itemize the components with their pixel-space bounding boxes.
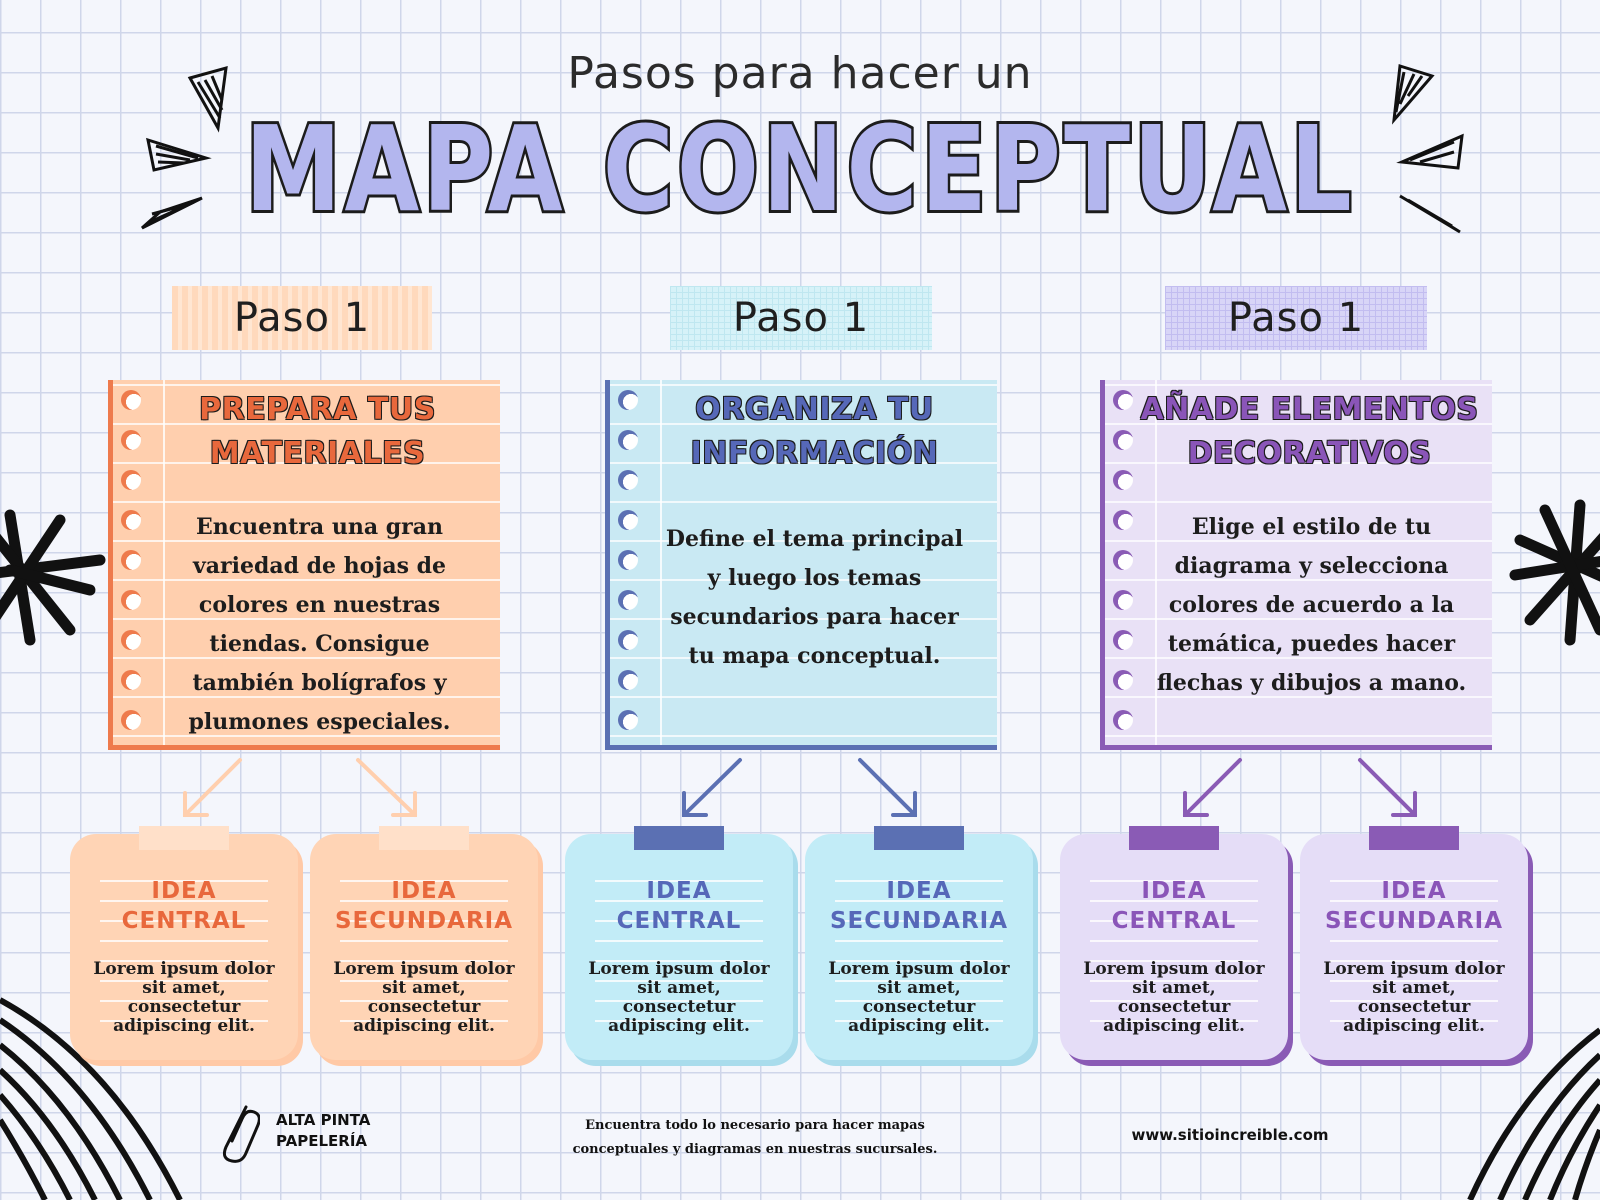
step-title-line: ORGANIZA TU xyxy=(695,392,934,427)
brand-line: ALTA PINTA xyxy=(276,1111,371,1129)
tape-tab xyxy=(1129,826,1219,850)
idea-card-body: Lorem ipsum dolor sit amet, consectetur … xyxy=(828,959,1010,1036)
idea-card: IDEA CENTRAL Lorem ipsum dolor sit amet, c… xyxy=(1060,826,1288,1060)
binder-hole xyxy=(618,430,638,450)
step-title-line: INFORMACIÓN xyxy=(690,436,939,471)
idea-card-body: Lorem ipsum dolor sit amet, consectetur … xyxy=(588,959,770,1036)
step-title: AÑADE ELEMENTOS DECORATIVOS xyxy=(1135,388,1484,476)
binder-hole xyxy=(121,510,141,530)
idea-card-title-line: CENTRAL xyxy=(616,908,742,934)
binder-hole xyxy=(121,550,141,570)
step-description: Elige el estilo de tu diagrama y selecci… xyxy=(1156,514,1467,696)
binder-hole xyxy=(618,710,638,730)
idea-card-body: Lorem ipsum dolor sit amet, consectetur … xyxy=(1323,959,1505,1036)
binder-hole xyxy=(1113,710,1133,730)
binder-hole xyxy=(618,550,638,570)
step-description: Define el tema principal y luego los tem… xyxy=(665,526,964,669)
binder-hole xyxy=(121,470,141,490)
binder-holes xyxy=(1113,390,1133,750)
step-description: Encuentra una gran variedad de hojas de … xyxy=(188,514,451,735)
footer-text: Encuentra todo lo necesario para hacer m… xyxy=(572,1118,938,1157)
step-title: ORGANIZA TU INFORMACIÓN xyxy=(640,388,989,476)
binder-hole xyxy=(1113,390,1133,410)
binder-hole xyxy=(618,630,638,650)
tape-tab xyxy=(1369,826,1459,850)
binder-hole xyxy=(121,630,141,650)
idea-card: IDEA CENTRAL Lorem ipsum dolor sit amet, c… xyxy=(565,826,793,1060)
step-title-line: PREPARA TUS xyxy=(199,392,436,427)
idea-card-title-line: IDEA xyxy=(886,878,952,904)
idea-card-title-line: IDEA xyxy=(1381,878,1447,904)
binder-hole xyxy=(618,390,638,410)
idea-card-title-line: IDEA xyxy=(646,878,712,904)
binder-hole xyxy=(121,390,141,410)
binder-hole xyxy=(1113,630,1133,650)
brand-name: ALTA PINTA PAPELERÍA xyxy=(276,1110,370,1152)
idea-card-title: IDEA SECUNDARIA xyxy=(310,876,538,936)
binder-hole xyxy=(618,470,638,490)
brand-line: PAPELERÍA xyxy=(276,1132,368,1150)
arrow-icon xyxy=(682,758,917,817)
idea-card-title: IDEA SECUNDARIA xyxy=(1300,876,1528,936)
idea-card-title-line: IDEA xyxy=(1141,878,1207,904)
step-tape: Paso 1 xyxy=(670,286,932,350)
binder-hole xyxy=(1113,550,1133,570)
binder-hole xyxy=(618,670,638,690)
idea-card-title-line: SECUNDARIA xyxy=(1324,908,1504,934)
idea-card: IDEA SECUNDARIA Lorem ipsum dolor sit amet… xyxy=(805,826,1033,1060)
step-title-line: DECORATIVOS xyxy=(1187,436,1432,471)
subtitle: Pasos para hacer un xyxy=(567,48,1033,99)
idea-card-body: Lorem ipsum dolor sit amet, consectetur … xyxy=(1083,959,1265,1036)
idea-card-title-line: IDEA xyxy=(391,878,457,904)
paperclip-icon xyxy=(223,1105,260,1163)
star-scribble-icon xyxy=(0,509,106,646)
star-scribble-icon xyxy=(1509,499,1600,646)
binder-hole xyxy=(1113,670,1133,690)
idea-card-title-line: SECUNDARIA xyxy=(334,908,514,934)
step-tape: Paso 1 xyxy=(1165,286,1427,350)
tape-tab xyxy=(139,826,229,850)
idea-card-title: IDEA SECUNDARIA xyxy=(805,876,1033,936)
idea-card-title-line: IDEA xyxy=(151,878,217,904)
idea-card: IDEA SECUNDARIA Lorem ipsum dolor sit amet… xyxy=(310,826,538,1060)
idea-card-body: Lorem ipsum dolor sit amet, consectetur … xyxy=(333,959,515,1036)
tape-tab xyxy=(874,826,964,850)
binder-hole xyxy=(121,710,141,730)
idea-card-title: IDEA CENTRAL xyxy=(565,876,793,936)
binder-hole xyxy=(121,590,141,610)
binder-hole xyxy=(618,590,638,610)
step-note: AÑADE ELEMENTOS DECORATIVOS Elige el estil… xyxy=(1100,380,1492,750)
step-title-line: AÑADE ELEMENTOS xyxy=(1140,392,1479,427)
step-note: ORGANIZA TU INFORMACIÓN Define el tema pri… xyxy=(605,380,997,750)
idea-card-title-line: SECUNDARIA xyxy=(829,908,1009,934)
idea-card: IDEA CENTRAL Lorem ipsum dolor sit amet, c… xyxy=(70,826,298,1060)
binder-hole xyxy=(1113,430,1133,450)
main-title-text: MAPA CONCEPTUAL xyxy=(245,102,1355,232)
step-title: PREPARA TUS MATERIALES xyxy=(143,388,492,476)
main-title: MAPA CONCEPTUAL xyxy=(242,102,1355,232)
tape-tab xyxy=(379,826,469,850)
idea-card-title: IDEA CENTRAL xyxy=(1060,876,1288,936)
binder-hole xyxy=(1113,590,1133,610)
idea-card-title: IDEA CENTRAL xyxy=(70,876,298,936)
binder-hole xyxy=(618,510,638,530)
binder-holes xyxy=(121,390,141,750)
idea-card: IDEA SECUNDARIA Lorem ipsum dolor sit amet… xyxy=(1300,826,1528,1060)
step-note: PREPARA TUS MATERIALES Encuentra una gran … xyxy=(108,380,500,750)
idea-card-title-line: CENTRAL xyxy=(1111,908,1237,934)
idea-card-title-line: CENTRAL xyxy=(121,908,247,934)
binder-hole xyxy=(1113,510,1133,530)
idea-card-body: Lorem ipsum dolor sit amet, consectetur … xyxy=(93,959,275,1036)
step-tape: Paso 1 xyxy=(172,286,432,350)
arrow-icon xyxy=(183,758,417,817)
website-link[interactable]: www.sitioincreible.com xyxy=(1131,1126,1329,1144)
tape-tab xyxy=(634,826,724,850)
step-title-line: MATERIALES xyxy=(209,436,426,471)
binder-hole xyxy=(121,670,141,690)
arrow-icon xyxy=(1183,758,1417,817)
binder-hole xyxy=(1113,470,1133,490)
binder-hole xyxy=(121,430,141,450)
binder-holes xyxy=(618,390,638,750)
